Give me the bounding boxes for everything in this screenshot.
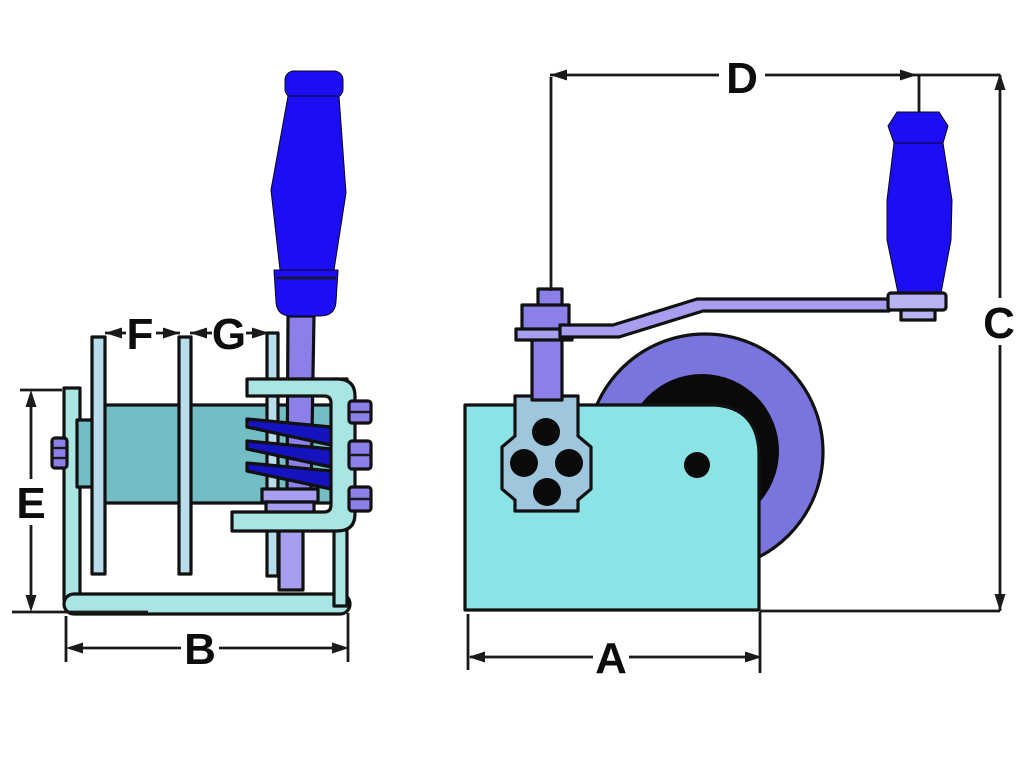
gear-c-bracket bbox=[230, 377, 357, 533]
dimension-b: B bbox=[64, 613, 350, 674]
frame-base bbox=[62, 592, 352, 616]
grip-cap-front bbox=[887, 111, 949, 144]
crank-arm bbox=[558, 297, 891, 339]
dimension-d: D bbox=[549, 52, 1000, 291]
dimension-c: C bbox=[760, 73, 1019, 613]
grip-collar-lower bbox=[899, 308, 937, 322]
bolt-hole-bottom bbox=[533, 478, 561, 506]
grip-collar bbox=[886, 291, 948, 312]
bolt-hole-left bbox=[510, 449, 538, 477]
grip-body-front bbox=[886, 142, 953, 294]
right-view-front: D C A bbox=[463, 52, 1019, 683]
bracket-bolt-middle bbox=[347, 439, 373, 471]
bolt-hole-top bbox=[532, 418, 560, 446]
worm-collar-upper bbox=[260, 487, 320, 504]
bolt-hole-right bbox=[555, 449, 583, 477]
bolt-plate bbox=[500, 394, 593, 513]
dimension-a-label: A bbox=[595, 634, 627, 683]
handle-grip-side bbox=[270, 70, 347, 317]
handle-grip-front bbox=[886, 111, 953, 322]
dimension-c-label: C bbox=[983, 299, 1015, 348]
dimension-e: E bbox=[12, 388, 148, 614]
dimension-g: G bbox=[190, 310, 269, 359]
dimension-a: A bbox=[466, 612, 762, 683]
dimension-d-label: D bbox=[726, 54, 758, 103]
drum-flange-right bbox=[177, 335, 193, 576]
axle-bolt bbox=[50, 436, 69, 470]
body-mount-hole bbox=[684, 452, 710, 478]
winch-body bbox=[463, 403, 761, 612]
bracket-bolt-bottom bbox=[347, 485, 373, 513]
grip-skirt bbox=[273, 269, 339, 317]
dimension-f-label: F bbox=[127, 310, 154, 359]
left-view-side: E F G B bbox=[12, 70, 373, 674]
dimension-f: F bbox=[105, 310, 180, 359]
crank-shaft bbox=[530, 335, 564, 402]
dimension-e-label: E bbox=[16, 479, 45, 528]
grip-cap bbox=[284, 70, 344, 99]
dimension-g-label: G bbox=[212, 310, 246, 359]
drum-flange-left bbox=[90, 335, 107, 576]
dimension-b-label: B bbox=[184, 625, 216, 674]
bracket-bolt-top bbox=[347, 399, 373, 425]
grip-body bbox=[270, 95, 347, 271]
